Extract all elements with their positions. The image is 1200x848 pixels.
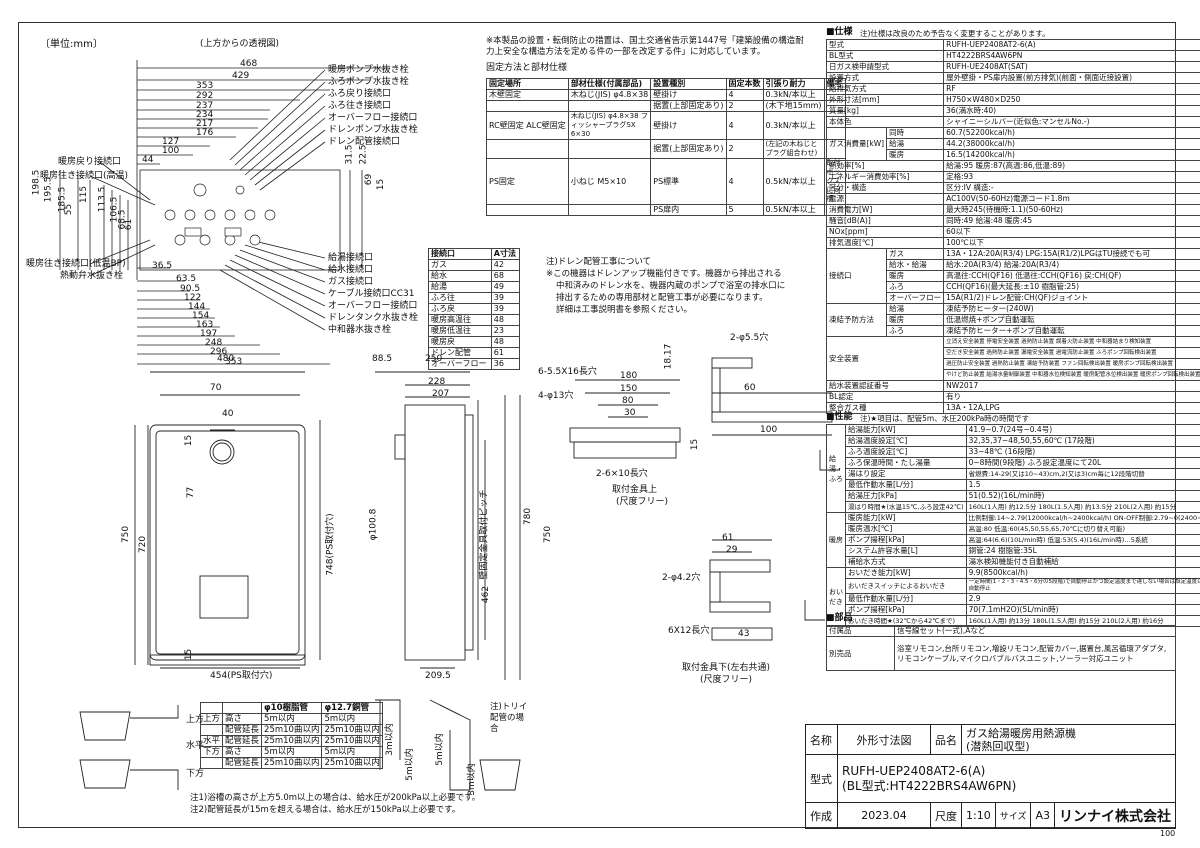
view-label: (上方からの透視図) xyxy=(200,39,280,49)
page-number: 100 xyxy=(1160,829,1176,838)
fix-title: 固定方法と部材仕様 xyxy=(486,63,568,73)
perf-title: ■性能 xyxy=(826,412,853,422)
parts-title: ■部品 xyxy=(826,613,853,623)
pipe-notes: 注1)浴槽の高さが上方5.0m以上の場合は、給水圧が200kPa以上必要です。 … xyxy=(190,793,481,815)
trii-note: 注)トリイ配管の場合 xyxy=(490,702,528,734)
fix-note: ※本製品の設置・転倒防止の措置は、国土交通省告示第1447号「建築設備の構造耐力… xyxy=(486,36,804,57)
drain-note: 注)ドレン配管工事について ※この機器はドレンアップ機能付きです。機器から排出さ… xyxy=(546,257,786,315)
perf-table: 給湯・ふろ給湯能力[kW]41.9~0.7(24号~0.4号) 給湯温度設定[℃… xyxy=(826,424,1200,627)
unit-label: 〔単位:mm〕 xyxy=(40,39,103,50)
spec-note: 注)仕様は改良のため予告なく変更することがあります。 xyxy=(860,29,1050,38)
parts-table: 付属品信号線セット(一式),Aなど 別売品浴室リモコン,台所リモコン,増設リモコ… xyxy=(826,625,1176,671)
fix-table: 固定場所部材仕様(付属部品)設置種別固定本数引張り耐力備考 木壁固定木ねじ(JI… xyxy=(486,78,846,216)
spec-title: ■仕様 xyxy=(826,27,853,37)
perf-note: 注)★項目は、配管5m、水圧200kPa時の時間です xyxy=(860,414,1030,423)
title-block: 名称 外形寸法図 品名 ガス給湯暖房用熱源機(潜熱回収型) 型式 RUFH-UE… xyxy=(804,724,1176,829)
